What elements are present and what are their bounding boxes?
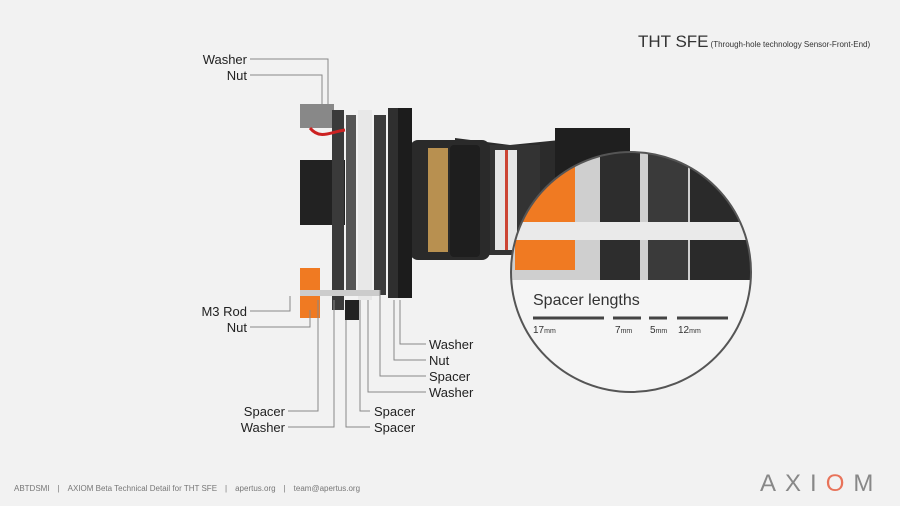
label-nut-right: Nut [429,353,450,368]
label-m3-rod: M3 Rod [201,304,247,319]
label-spacer-center-2: Spacer [374,420,416,435]
axiom-logo: AXIOM [760,470,883,497]
diagram-title: THT SFE(Through-hole technology Sensor-F… [638,32,871,51]
diagram-subtitle: (Through-hole technology Sensor-Front-En… [710,40,871,49]
spacer-length-7: 7mm [615,325,633,336]
sensor-front-end-boards [300,104,398,320]
footer: ABTDSMI|AXIOM Beta Technical Detail for … [14,484,361,493]
footer-email: team@apertus.org [293,484,361,493]
footer-doc-title: AXIOM Beta Technical Detail for THT SFE [67,484,218,493]
spacer-length-12: 12mm [678,325,701,336]
footer-code: ABTDSMI [14,484,50,493]
label-washer-top: Washer [202,52,247,67]
spacer-length-5: 5mm [650,325,668,336]
label-spacer-center-1: Spacer [374,404,416,419]
leader-lines [250,58,426,428]
label-spacer-left: Spacer [243,404,285,419]
label-nut-mid: Nut [226,320,247,335]
label-nut-top: Nut [226,68,247,83]
spacer-length-17: 17mm [533,325,556,336]
label-spacer-right: Spacer [429,369,471,384]
lens-mount [398,108,490,298]
label-washer-right-1: Washer [429,337,474,352]
label-washer-left: Washer [240,420,285,435]
footer-site: apertus.org [235,484,276,493]
inset-magnifier [510,151,752,393]
spacer-lengths-title: Spacer lengths [533,292,640,309]
label-washer-right-2: Washer [429,385,474,400]
